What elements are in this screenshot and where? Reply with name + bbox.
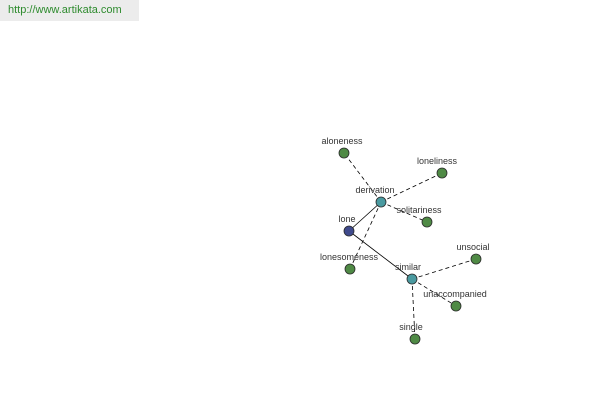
edges-layer: [343, 152, 477, 340]
edge-derivation-aloneness: [343, 152, 382, 203]
node-similar[interactable]: [406, 273, 418, 285]
node-label-unsocial: unsocial: [456, 242, 489, 252]
node-loneliness[interactable]: [436, 167, 448, 179]
node-solitariness[interactable]: [421, 216, 433, 228]
edge-similar-single: [411, 278, 416, 340]
node-derivation[interactable]: [375, 196, 387, 208]
node-label-single: single: [399, 322, 423, 332]
node-unsocial[interactable]: [470, 253, 482, 265]
node-label-derivation: derivation: [355, 185, 394, 195]
node-label-aloneness: aloneness: [321, 136, 363, 146]
edge-derivation-loneliness: [380, 172, 443, 203]
edge-derivation-solitariness: [380, 201, 428, 223]
node-single[interactable]: [409, 333, 421, 345]
node-label-solitariness: solitariness: [396, 205, 442, 215]
node-label-lonesomeness: lonesomeness: [320, 252, 379, 262]
node-lonesomeness[interactable]: [344, 263, 356, 275]
node-label-similar: similar: [395, 262, 421, 272]
edge-lone-similar: [348, 230, 413, 280]
node-label-lone: lone: [338, 214, 355, 224]
node-aloneness[interactable]: [338, 147, 350, 159]
labels-layer: lone derivation similar aloneness loneliness…: [320, 136, 490, 332]
edge-lone-derivation: [348, 201, 382, 232]
site-url-link[interactable]: http://www.artikata.com: [0, 0, 139, 21]
edge-similar-unaccompanied: [411, 278, 457, 307]
edge-similar-unsocial: [411, 258, 477, 280]
edge-derivation-lonesomeness: [349, 201, 382, 270]
node-label-loneliness: loneliness: [417, 156, 458, 166]
nodes-layer: [338, 147, 482, 345]
node-label-unaccompanied: unaccompanied: [423, 289, 487, 299]
node-lone[interactable]: [343, 225, 355, 237]
node-unaccompanied[interactable]: [450, 300, 462, 312]
